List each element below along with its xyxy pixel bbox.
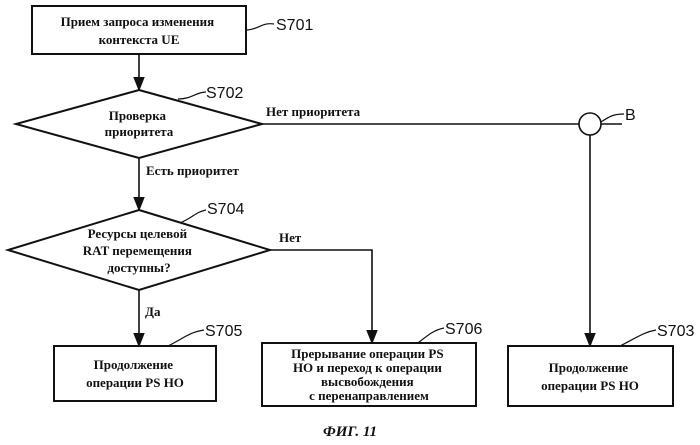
s706-line-1: Прерывание операции PS: [291, 346, 443, 361]
s706-step-label: S706: [445, 321, 482, 338]
connector-b: [579, 113, 601, 135]
s702-step-label: S702: [206, 85, 243, 102]
s705-step-label: S705: [205, 323, 242, 340]
s701-line-1: Прием запроса изменения: [61, 14, 215, 29]
s701-leader: [246, 24, 274, 30]
edge-label-no-priority: Нет приоритета: [266, 104, 361, 119]
s703-box: [508, 346, 673, 406]
s702-line-1: Проверка: [109, 108, 167, 123]
s701-step-label: S701: [276, 17, 313, 34]
s704-leader: [180, 210, 206, 223]
s704-line-3: доступны?: [107, 260, 170, 275]
s701-line-2: контекста UE: [99, 32, 180, 47]
s705-box: [54, 346, 216, 401]
edge-label-has-priority: Есть приоритет: [146, 163, 240, 178]
s702-line-2: приоритета: [105, 124, 174, 139]
s705-line-1: Продолжение: [94, 357, 174, 372]
s703-leader: [620, 330, 656, 346]
figure-caption: ФИГ. 11: [323, 424, 377, 440]
s705-line-2: операции PS HO: [86, 375, 184, 390]
s706-line-4: с перенаправлением: [309, 388, 429, 403]
s705-leader: [168, 330, 204, 346]
edge-label-no: Нет: [279, 230, 302, 245]
s703-step-label: S703: [657, 323, 694, 340]
edge-s704-s706: [270, 250, 372, 343]
s706-leader: [418, 328, 444, 343]
s706-line-2: HO и переход к операции: [293, 360, 442, 375]
s706-line-3: высвобождения: [321, 374, 414, 389]
s704-line-2: RAT перемещения: [83, 243, 192, 258]
connector-b-leader: [601, 114, 624, 122]
s704-step-label: S704: [207, 201, 244, 218]
connector-b-label: B: [625, 107, 636, 124]
s703-line-2: операции PS HO: [541, 378, 639, 393]
s704-line-1: Ресурсы целевой: [88, 226, 188, 241]
s706-text: Прерывание операции PS HO и переход к оп…: [291, 346, 447, 403]
edge-label-yes: Да: [145, 304, 161, 319]
s702-text: Проверка приоритета: [105, 108, 174, 139]
s703-line-1: Продолжение: [549, 360, 629, 375]
s702-leader: [178, 92, 206, 99]
